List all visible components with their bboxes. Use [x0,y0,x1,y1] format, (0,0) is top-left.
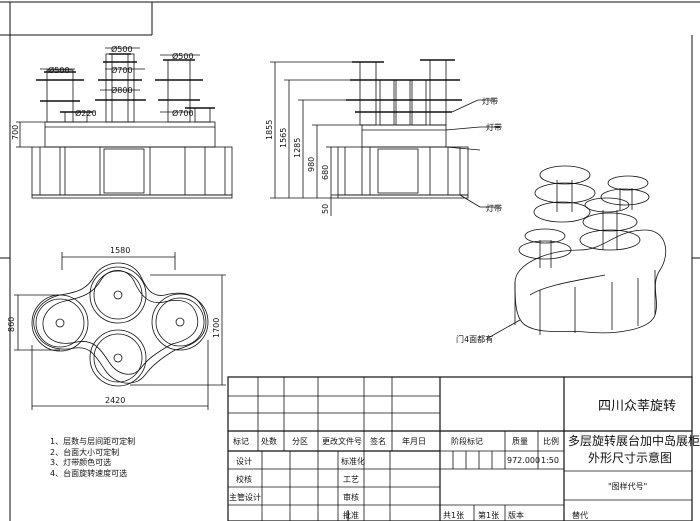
dim-d700-top: Ø700 [111,65,133,75]
dim-d500-right: Ø500 [172,51,194,61]
dim-h860: 860 [7,317,16,332]
tb-header-mark: 标记 [233,437,249,446]
dim-d800: Ø800 [111,85,133,95]
tb-ratio-value: 1:50 [541,456,559,465]
dim-h50: 50 [321,204,330,214]
tb-weight-label: 质量 [512,437,528,446]
dim-h680: 680 [321,165,330,180]
dim-d500-left: Ø500 [48,65,70,75]
dim-d500-top: Ø500 [111,44,133,54]
tb-company: 四川众莘旋转 [598,399,677,414]
dim-w2420: 2420 [105,396,125,405]
dim-h1565: 1565 [279,128,288,148]
tb-row-design: 设计 [236,457,252,466]
note-item: 1、层数与层间距可定制 [50,437,136,446]
tb-stage-mark: 阶段标记 [451,437,483,446]
note-item: 3、灯带颜色可选 [50,458,112,467]
label-light-strip-3: 灯带 [486,203,502,213]
tb-row-chief: 主管设计 [229,493,261,502]
tb-row-process: 工艺 [343,475,359,484]
tb-replace: 替代 [572,511,588,520]
title-block-grid [227,376,693,521]
front-view [16,47,233,199]
plan-view [14,252,226,410]
label-light-strip-1: 灯带 [482,96,498,106]
dim-d220: Ø220 [75,108,97,118]
dim-w1580: 1580 [110,246,130,255]
label-light-strip-2: 灯带 [486,122,502,132]
tb-drawing-code: "图样代号" [608,482,648,491]
dim-h980: 980 [307,157,316,172]
tb-row-check: 校核 [236,475,252,484]
tb-header-count: 处数 [261,437,277,446]
dim-h700: 700 [11,125,20,140]
note-item: 4、台面旋转速度可选 [50,468,128,478]
side-view [270,59,500,216]
tb-header-zone: 分区 [292,437,308,446]
tb-version: 版本 [508,511,524,520]
dim-h1855: 1855 [265,120,274,140]
tb-product-line2: 外形尺寸示意图 [588,451,673,465]
tb-header-sign: 签名 [370,437,386,446]
label-door-note: 门4面都有 [456,334,493,344]
tb-row-review: 审核 [343,493,359,502]
dim-h1700: 1700 [212,318,221,338]
dim-h1285: 1285 [293,138,302,158]
dim-d700-right: Ø700 [172,108,194,118]
note-item: 2、台面大小可定制 [50,447,120,457]
tb-sheet-no: 第1张 [478,511,500,520]
tb-weight-value: 972.000 [507,456,541,465]
tb-product-line1: 多层旋转展台加中岛展柜 [568,434,700,448]
tb-row-standard: 标准化 [341,457,365,466]
tb-header-docno: 更改文件号 [322,437,362,446]
tb-header-date: 年月日 [402,437,426,446]
tb-sheets: 共1张 [443,511,465,520]
tb-ratio-label: 比例 [543,437,559,446]
technical-notes: 1、层数与层间距可定制 2、台面大小可定制 3、灯带颜色可选 4、台面旋转速度可… [50,437,135,479]
tb-row-approve: 批准 [343,511,359,520]
isometric-view [487,165,667,339]
